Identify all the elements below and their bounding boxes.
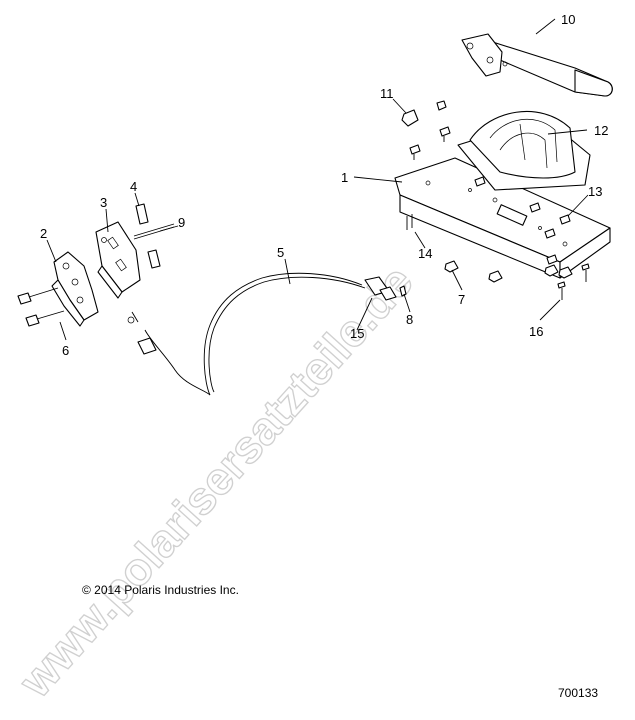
callout-7: 7	[458, 292, 465, 307]
brake-cable	[127, 272, 407, 396]
brake-pins	[17, 203, 175, 327]
callout-3: 3	[100, 195, 107, 210]
drawing-number: 700133	[558, 686, 599, 700]
callout-14: 14	[418, 246, 432, 261]
callout-5: 5	[277, 245, 284, 260]
callout-12: 12	[594, 123, 608, 138]
leader-lines	[46, 18, 589, 341]
callout-4: 4	[130, 179, 137, 194]
copyright-notice: © 2014 Polaris Industries Inc.	[82, 583, 239, 597]
caliper	[95, 221, 141, 299]
callout-13: 13	[588, 184, 602, 199]
shift-boot	[457, 110, 591, 191]
callout-1: 1	[341, 170, 348, 185]
callout-11: 11	[380, 86, 394, 101]
callout-9: 9	[178, 215, 185, 230]
plate-fasteners	[401, 100, 590, 300]
callout-15: 15	[350, 326, 364, 341]
mounting-plate	[394, 157, 611, 279]
callout-labels: 1 2 3 4 5 6 7 8 9 10 11 12 13 14 15 16	[40, 12, 608, 358]
callout-10: 10	[561, 12, 575, 27]
caliper-bracket	[51, 251, 99, 327]
callout-2: 2	[40, 226, 47, 241]
callout-16: 16	[529, 324, 543, 339]
callout-6: 6	[62, 343, 69, 358]
callout-8: 8	[406, 312, 413, 327]
brake-lever	[461, 33, 613, 97]
